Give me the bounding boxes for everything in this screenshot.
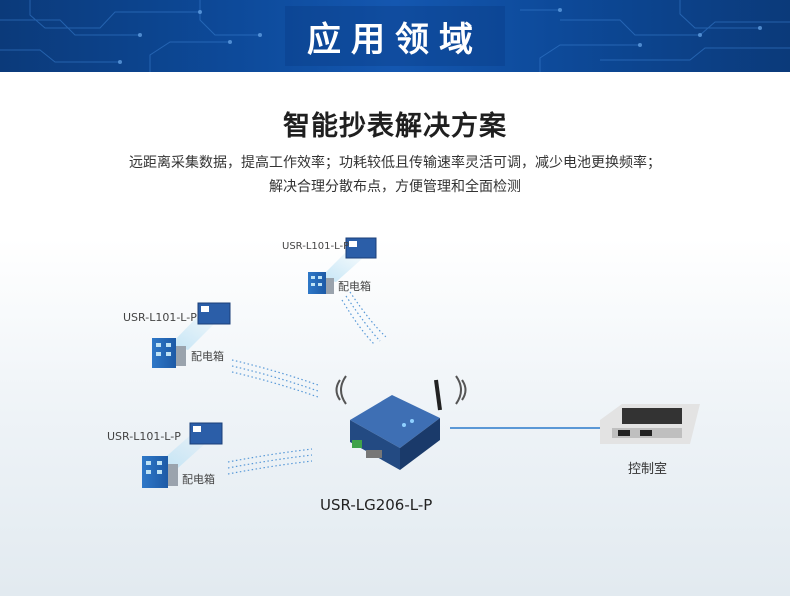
section-title: 智能抄表解决方案 (283, 111, 507, 142)
signal-waves (227, 291, 387, 475)
node-2-box-label: 配电箱 (191, 350, 224, 363)
wifi-icon (335, 375, 467, 405)
node-3-box-label: 配电箱 (182, 473, 215, 486)
node-1 (308, 237, 377, 294)
node-3 (142, 422, 223, 488)
building-icon (308, 272, 334, 294)
description-line-2: 解决合理分散布点，方便管理和全面检测 (269, 179, 521, 195)
node-1-box-label: 配电箱 (338, 280, 371, 293)
gateway-device (335, 375, 467, 470)
node-2-module-label: USR-L101-L-P (123, 311, 197, 324)
banner-title: 应用领域 (307, 20, 483, 60)
building-icon (152, 338, 186, 368)
gateway-name: USR-LG206-L-P (320, 496, 433, 514)
node-3-module-label: USR-L101-L-P (107, 430, 181, 443)
description-line-1: 远距离采集数据，提高工作效率；功耗较低且传输速率灵活可调，减少电池更换频率； (129, 155, 661, 171)
control-room-icon (600, 404, 700, 444)
building-icon (142, 456, 178, 488)
node-1-module-label: USR-L101-L-P (282, 241, 350, 252)
circuit-pattern (0, 0, 790, 72)
control-room-label: 控制室 (628, 462, 668, 477)
node-2 (152, 302, 231, 368)
header-banner: 应用领域 (0, 0, 790, 72)
